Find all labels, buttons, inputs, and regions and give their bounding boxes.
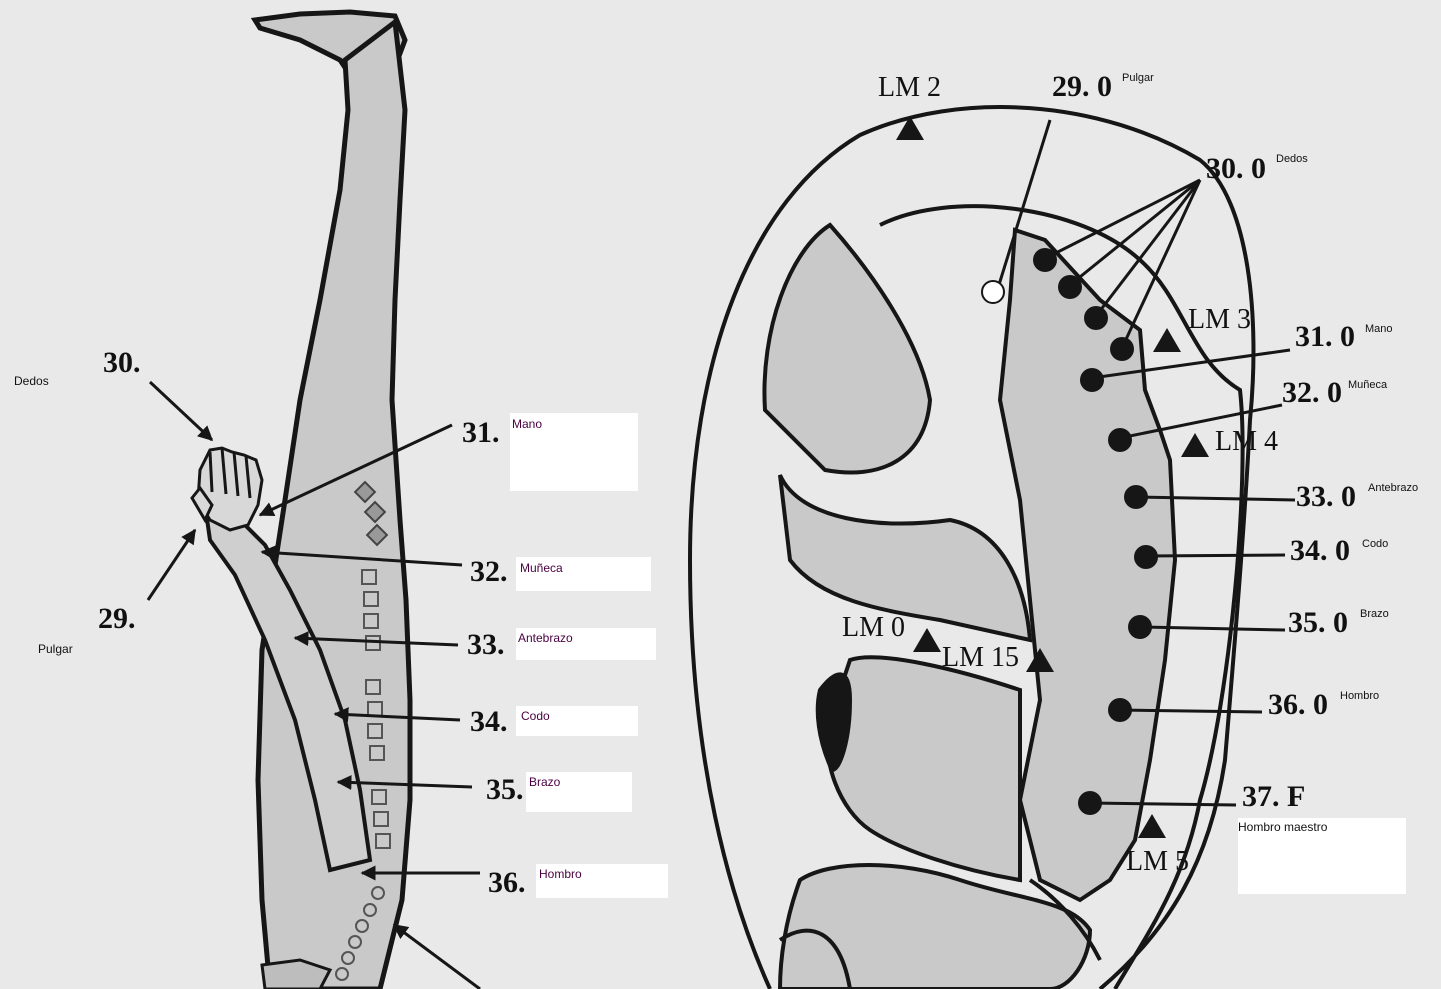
label-number: 33.	[467, 628, 505, 662]
label-number: 31.	[462, 416, 500, 450]
arrow-icon	[394, 925, 480, 989]
dot-marker-icon	[1110, 337, 1134, 361]
label-term: Antebrazo	[518, 631, 573, 645]
point-term: Muñeca	[1348, 379, 1387, 391]
open-circle-marker-icon	[982, 281, 1004, 303]
point-number: 29. 0	[1052, 70, 1112, 104]
label-term: Mano	[512, 417, 542, 431]
label-number: 30.	[103, 346, 141, 380]
point-term: Hombro	[1340, 690, 1379, 702]
point-number: 35. 0	[1288, 606, 1348, 640]
point-term: Codo	[1362, 538, 1388, 550]
landmark-label: LM 0	[842, 612, 905, 644]
dot-marker-icon	[1134, 545, 1158, 569]
point-term: Hombro maestro	[1238, 820, 1327, 834]
label-term: Muñeca	[520, 561, 563, 575]
point-number: 37. F	[1242, 780, 1305, 814]
label-term: Hombro	[539, 867, 582, 881]
point-number: 32. 0	[1282, 376, 1342, 410]
dot-marker-icon	[1108, 698, 1132, 722]
dot-marker-icon	[1033, 248, 1057, 272]
label-term: Pulgar	[38, 642, 73, 656]
arrow-icon	[150, 382, 212, 440]
landmark-label: LM 5	[1126, 846, 1189, 878]
point-number: 31. 0	[1295, 320, 1355, 354]
point-number: 36. 0	[1268, 688, 1328, 722]
dot-marker-icon	[1058, 275, 1082, 299]
landmark-label: LM 15	[942, 642, 1019, 674]
dot-marker-icon	[1078, 791, 1102, 815]
point-term: Antebrazo	[1368, 482, 1418, 494]
point-term: Pulgar	[1122, 72, 1154, 84]
inverted-body-figure	[192, 12, 410, 989]
point-number: 33. 0	[1296, 480, 1356, 514]
label-number: 29.	[98, 602, 136, 636]
point-term: Brazo	[1360, 608, 1389, 620]
dot-marker-icon	[1124, 485, 1148, 509]
label-number: 36.	[488, 866, 526, 900]
label-term: Codo	[521, 709, 550, 723]
arrow-icon	[148, 530, 195, 600]
dot-marker-icon	[1128, 615, 1152, 639]
dot-marker-icon	[1108, 428, 1132, 452]
point-term: Mano	[1365, 323, 1393, 335]
landmark-label: LM 2	[878, 72, 941, 104]
label-number: 32.	[470, 555, 508, 589]
label-term: Brazo	[529, 775, 560, 789]
dot-marker-icon	[1084, 306, 1108, 330]
label-number: 34.	[470, 705, 508, 739]
label-number: 35.	[486, 773, 524, 807]
landmark-label: LM 4	[1215, 426, 1278, 458]
landmark-label: LM 3	[1188, 304, 1251, 336]
label-term: Dedos	[14, 374, 49, 388]
point-number: 34. 0	[1290, 534, 1350, 568]
point-term: Dedos	[1276, 153, 1308, 165]
point-number: 30. 0	[1206, 152, 1266, 186]
dot-marker-icon	[1080, 368, 1104, 392]
